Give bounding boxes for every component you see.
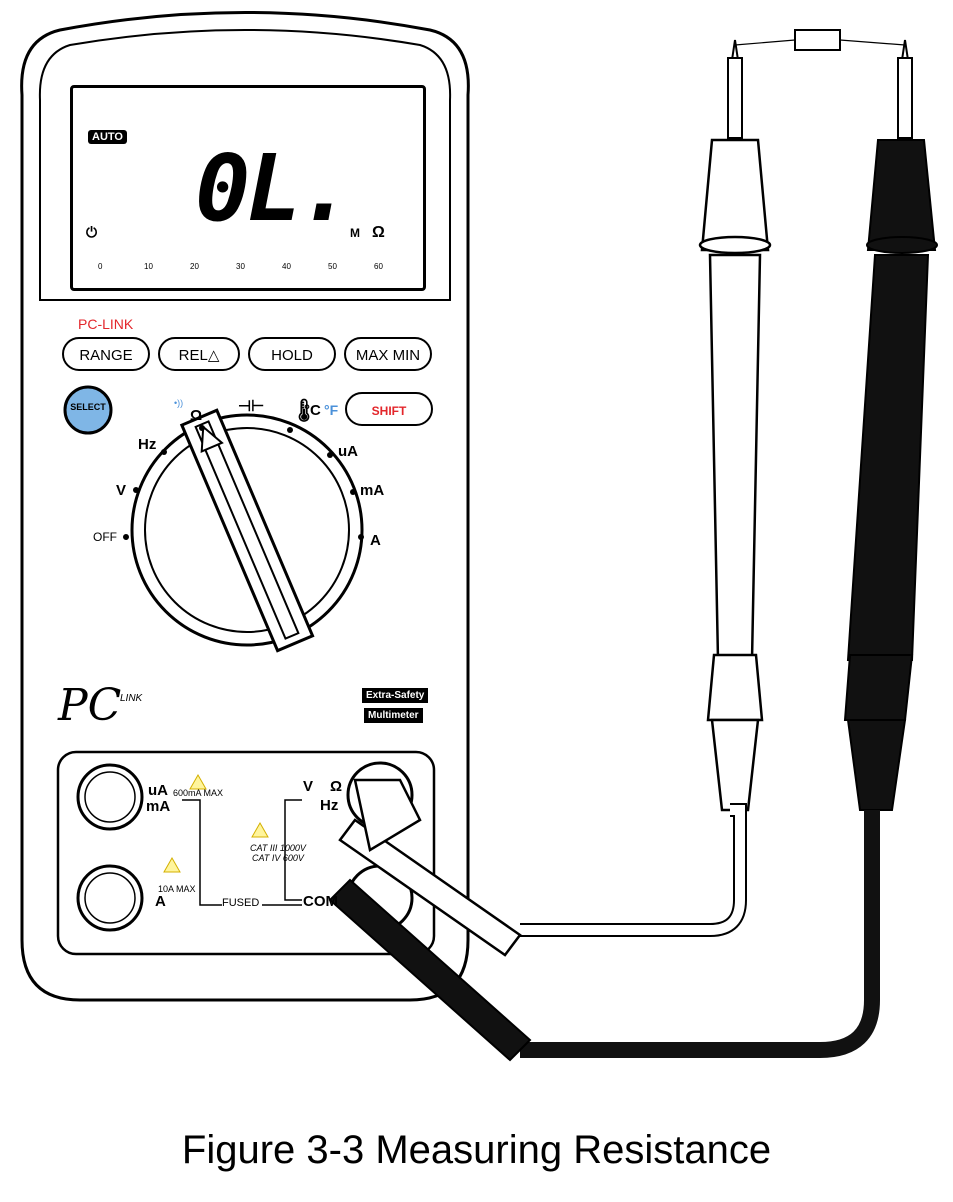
- lcd-unit-prefix: M: [350, 226, 360, 240]
- thermometer-icon: 🌡︎: [290, 398, 318, 423]
- bargraph-labels: 0 10 20 30 40 50 60: [98, 262, 398, 274]
- bargraph-tick-label: 20: [190, 262, 199, 271]
- fused-label: FUSED: [222, 897, 260, 909]
- shift-button[interactable]: SHIFT: [345, 392, 433, 426]
- hold-button[interactable]: HOLD: [248, 337, 336, 371]
- bargraph-tick-label: 0: [98, 262, 103, 271]
- pc-link-logo: PC: [58, 680, 122, 731]
- probe-black: [328, 39, 938, 1062]
- terminal-panel: [56, 750, 436, 956]
- lcd-reading: 0L.: [195, 135, 353, 242]
- bargraph-tick-label: 10: [144, 262, 153, 271]
- probe-red: [338, 39, 772, 957]
- dial-a-label: A: [370, 532, 381, 549]
- terminal-v-label: V: [303, 778, 314, 795]
- pc-link-logo-link: LINK: [120, 693, 143, 704]
- safety-badge-line2: Multimeter: [364, 708, 423, 723]
- dial-temp-f-label: °F: [324, 402, 339, 418]
- figure-caption: Figure 3-3 Measuring Resistance: [181, 1128, 772, 1172]
- bargraph-tick-label: 40: [282, 262, 291, 271]
- terminal-a-rating: 10A MAX: [158, 884, 196, 894]
- terminal-ua-rating: 600mA MAX: [173, 788, 224, 798]
- dial-off-label: OFF: [93, 530, 117, 544]
- lcd-display: [70, 85, 426, 291]
- dial-inner-ring: [144, 427, 350, 633]
- resistor: [734, 29, 906, 51]
- dial-position-dots: [123, 425, 364, 540]
- cat-rating-line1: CAT III 1000V: [250, 843, 306, 853]
- bargraph-tick-label: 50: [328, 262, 337, 271]
- auto-power-off-icon: ⏻: [86, 224, 98, 240]
- lcd-unit: Ω: [372, 224, 385, 241]
- maxmin-button[interactable]: MAX MIN: [344, 337, 432, 371]
- display-bezel: [38, 29, 452, 301]
- dial-v-label: V: [116, 482, 127, 499]
- capacitor-icon: ⊣⊢: [238, 398, 265, 415]
- select-button[interactable]: SELECT: [70, 402, 106, 412]
- dial-ma-label: mA: [360, 482, 385, 499]
- dial-ohm-label: Ω: [190, 407, 203, 424]
- cat-rating-line2: CAT IV 600V: [252, 853, 304, 863]
- bargraph-tick-label: 60: [374, 262, 383, 271]
- warning-icons: [163, 773, 269, 873]
- terminal-a: [76, 864, 144, 932]
- rel-button[interactable]: REL△: [158, 337, 240, 371]
- terminal-com-label: COM: [303, 893, 338, 910]
- range-button[interactable]: RANGE: [62, 337, 150, 371]
- dial-hz-label: Hz: [138, 436, 157, 453]
- safety-badge-line1: Extra-Safety: [362, 688, 429, 703]
- terminal-ma-label: mA: [146, 798, 171, 815]
- terminal-wiring: [182, 799, 302, 906]
- terminal-hz-label: Hz: [320, 797, 339, 814]
- auto-range-indicator: AUTO: [88, 130, 127, 144]
- select-button-face: [63, 385, 113, 435]
- bargraph-tick-label: 30: [236, 262, 245, 271]
- terminal-a-label: A: [155, 893, 166, 910]
- dial-temp-c-label: °C: [304, 402, 321, 419]
- terminal-ua-ma: [76, 763, 144, 831]
- terminal-ohm-label: Ω: [330, 778, 343, 795]
- continuity-icon: •)): [174, 398, 184, 408]
- pc-link-label: PC-LINK: [78, 316, 134, 332]
- terminal-ua-label: uA: [148, 782, 168, 799]
- dial-pointer: [179, 408, 315, 653]
- dial-ua-label: uA: [338, 443, 358, 460]
